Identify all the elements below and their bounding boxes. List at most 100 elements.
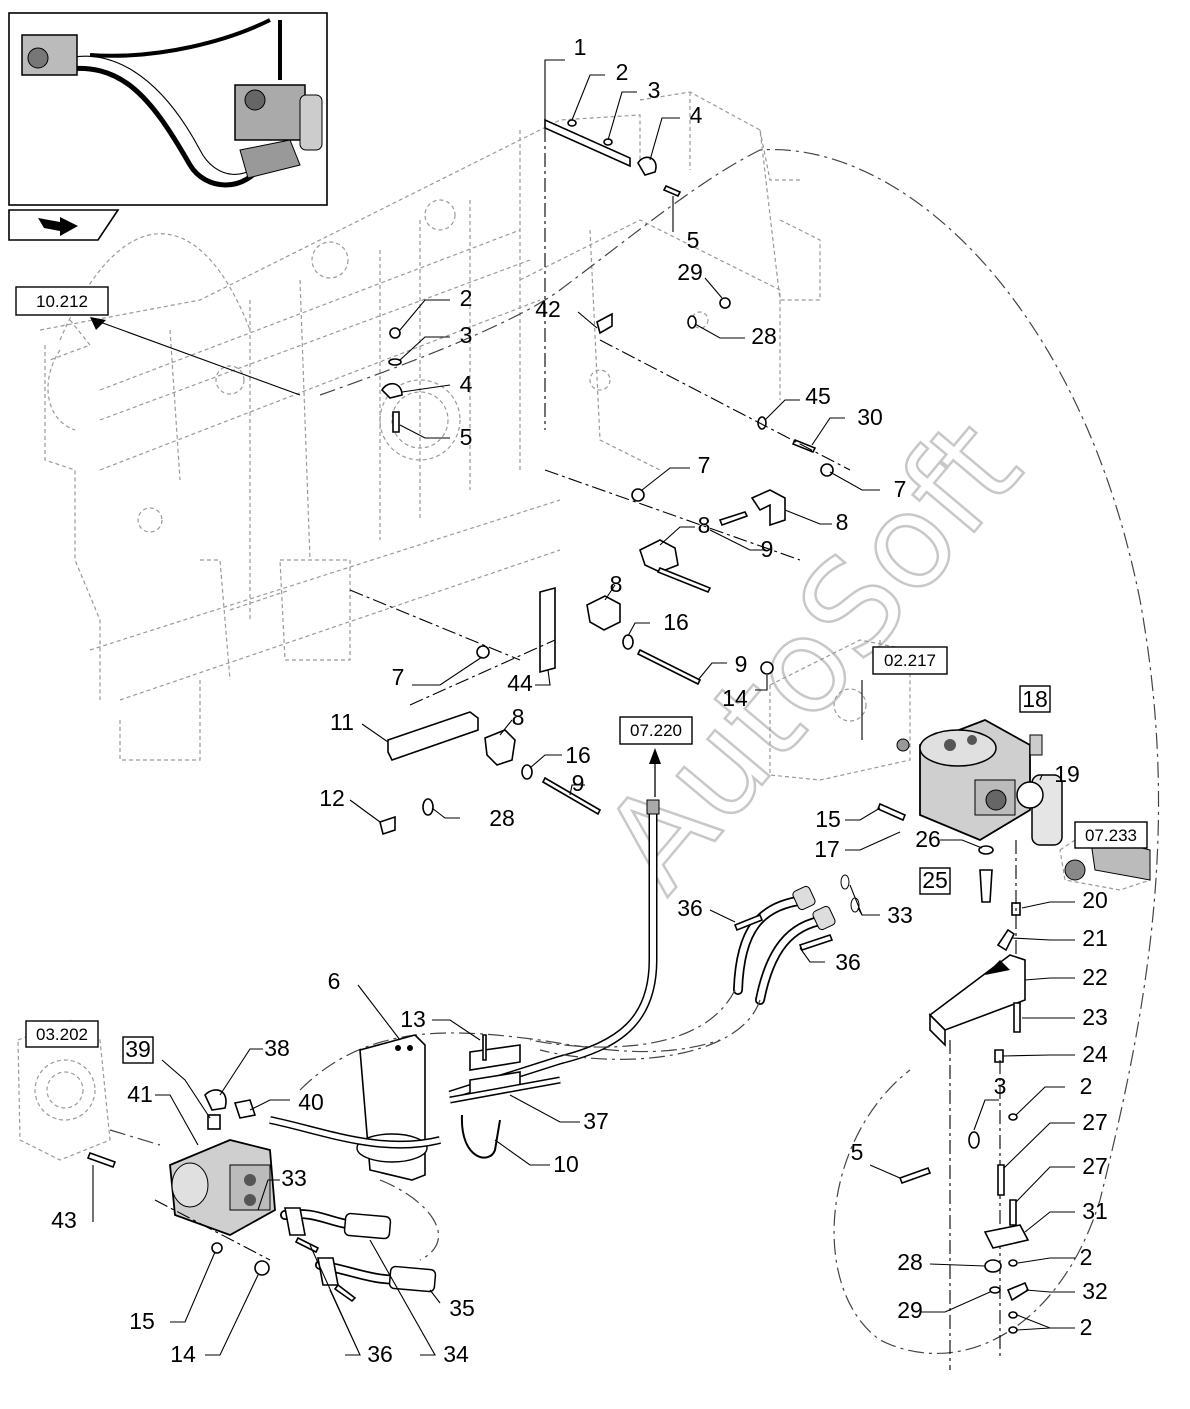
washer-45 xyxy=(757,416,767,430)
callout: 8 xyxy=(610,571,623,597)
callout: 6 xyxy=(328,968,341,994)
ref-box-07220[interactable]: 07.220 xyxy=(619,716,693,745)
callout: 8 xyxy=(698,512,711,538)
plate-44 xyxy=(539,586,556,674)
hose-bracket-6 xyxy=(356,1034,428,1181)
nut-2b xyxy=(389,327,401,339)
callout: 3 xyxy=(648,77,661,103)
callout: 5 xyxy=(687,227,700,253)
plate-31 xyxy=(983,1224,1030,1249)
callout: 17 xyxy=(814,836,840,862)
callout: 14 xyxy=(722,685,748,711)
bolt-12 xyxy=(379,815,396,836)
callout: 29 xyxy=(677,259,703,285)
washer-3b xyxy=(388,358,402,366)
callout: 42 xyxy=(535,296,561,322)
bolt-9a xyxy=(656,566,712,594)
axis-a xyxy=(544,469,801,561)
nut-7b xyxy=(631,488,645,502)
nut-2e xyxy=(1008,1311,1018,1319)
callout: 36 xyxy=(835,949,861,975)
washer-16a xyxy=(622,634,634,650)
callout: 15 xyxy=(129,1308,155,1334)
washer-28c xyxy=(984,1259,1002,1273)
callout: 41 xyxy=(127,1081,153,1107)
callout: 1 xyxy=(574,34,587,60)
callout: 37 xyxy=(583,1108,609,1134)
inset-thumbnail xyxy=(8,12,328,206)
callout: 28 xyxy=(897,1249,923,1275)
boxed-callout-25: 25 xyxy=(919,867,951,895)
nut-2f xyxy=(1008,1326,1018,1334)
callout: 7 xyxy=(392,664,405,690)
callout: 44 xyxy=(507,670,533,696)
hydraulic-pump-18 xyxy=(896,719,1063,846)
callout: 10 xyxy=(553,1151,579,1177)
boxed-callout-39: 39 xyxy=(122,1036,154,1064)
pin-21 xyxy=(996,928,1016,952)
callout: 13 xyxy=(400,1006,426,1032)
callout: 23 xyxy=(1082,1004,1108,1030)
callout: 34 xyxy=(443,1341,469,1367)
bolt-5 xyxy=(662,184,682,198)
callout: 24 xyxy=(1082,1041,1108,1067)
callout: 32 xyxy=(1082,1278,1108,1304)
callout: 9 xyxy=(572,770,585,796)
callout: 8 xyxy=(512,704,525,730)
spacer-29b xyxy=(989,1286,1001,1294)
bolt-27a xyxy=(997,1164,1005,1196)
callout: 16 xyxy=(565,742,591,768)
callout: 27 xyxy=(1082,1109,1108,1135)
callout: 28 xyxy=(751,323,777,349)
callout: 29 xyxy=(897,1297,923,1323)
bolt-9c xyxy=(541,776,602,816)
svg-text:18: 18 xyxy=(1022,686,1048,712)
callout-labels: 1 2 3 4 5 29 42 28 2 3 4 5 45 30 7 7 8 8… xyxy=(51,34,1108,1367)
ref-box-02217[interactable]: 02.217 xyxy=(872,646,948,675)
callout: 3 xyxy=(460,322,473,348)
strap-10 xyxy=(460,1114,501,1159)
routing-lines xyxy=(109,148,1160,1354)
callout: 9 xyxy=(735,651,748,677)
callout: 40 xyxy=(298,1089,324,1115)
ref-box-03202[interactable]: 03.202 xyxy=(25,1020,99,1048)
ref-box-10212[interactable]: 10.212 xyxy=(15,286,109,316)
pump-39 xyxy=(169,1139,276,1236)
washer-28 xyxy=(687,315,697,329)
callout: 2 xyxy=(460,285,473,311)
ref-box-07233[interactable]: 07.233 xyxy=(1074,821,1148,849)
clamp-8a xyxy=(750,489,786,527)
support-bracket-22 xyxy=(928,954,1026,1047)
callout: 28 xyxy=(489,805,515,831)
bar-1 xyxy=(544,118,631,168)
pipe-07220 xyxy=(448,799,660,1100)
fitting-25 xyxy=(979,869,993,903)
callout: 27 xyxy=(1082,1153,1108,1179)
fitting-41 xyxy=(207,1114,221,1130)
spacer-29 xyxy=(719,297,731,309)
nut-14a xyxy=(760,661,774,675)
axis-c xyxy=(349,589,521,661)
callout: 36 xyxy=(367,1341,393,1367)
nut-2c xyxy=(1008,1113,1018,1121)
hoses-36 xyxy=(733,874,860,1005)
callout: 7 xyxy=(894,476,907,502)
callout: 14 xyxy=(170,1341,196,1367)
boxed-callout-18: 18 xyxy=(1019,685,1051,713)
callout: 12 xyxy=(319,785,345,811)
callout: 33 xyxy=(887,902,913,928)
callout: 2 xyxy=(616,59,629,85)
axis-h xyxy=(154,1199,271,1261)
bolt-27b xyxy=(1009,1199,1017,1226)
callout: 36 xyxy=(677,895,703,921)
bolt-5c xyxy=(898,1166,932,1185)
nut-7c xyxy=(476,645,490,659)
navigation-arrow-button[interactable] xyxy=(8,209,120,241)
callout: 45 xyxy=(805,383,831,409)
svg-text:39: 39 xyxy=(125,1036,151,1062)
arrow-icon xyxy=(38,217,78,236)
callout: 5 xyxy=(460,424,473,450)
washer-15b xyxy=(211,1242,223,1254)
ref-label-02217: 02.217 xyxy=(884,651,936,670)
